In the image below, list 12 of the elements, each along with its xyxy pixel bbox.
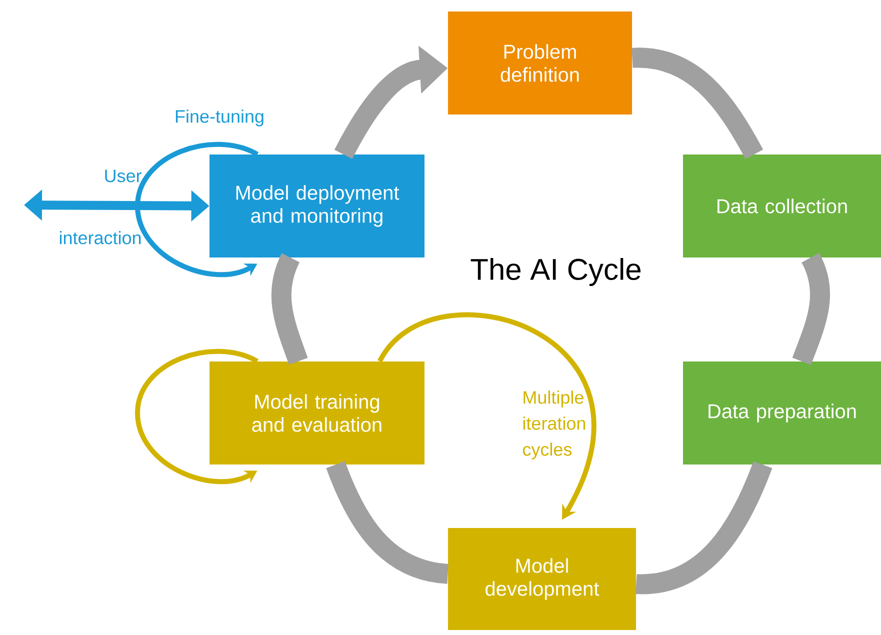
arrow (135, 142, 258, 278)
process-box: Problem definition (448, 12, 632, 114)
process-box: Data collection (683, 154, 881, 258)
edge-label: Multiple iteration cycles (522, 390, 586, 460)
process-box: Model training and evaluation (210, 362, 424, 464)
edge-label: User interaction (60, 170, 142, 244)
edge-label: Fine-tuning (176, 110, 264, 126)
process-box: Model development (448, 528, 636, 630)
process-box: Data preparation (683, 362, 881, 464)
process-box: Model deployment and monitoring (210, 154, 424, 258)
diagram-title: The AI Cycle (470, 258, 640, 286)
arrow (135, 349, 258, 484)
